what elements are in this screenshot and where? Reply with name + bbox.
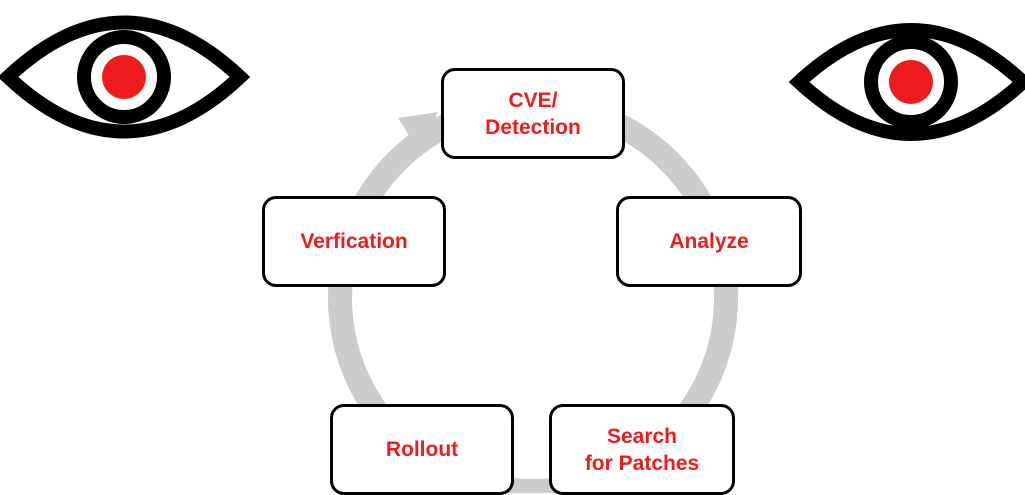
step-label: Search for Patches	[584, 424, 700, 475]
step-label: Analyze	[669, 230, 749, 253]
step-label: Rollout	[385, 438, 459, 461]
cycle-arrowhead	[398, 112, 438, 150]
step-cve-detection: CVE/ Detection	[441, 68, 625, 159]
step-search-for-patches: Search for Patches	[549, 404, 735, 495]
step-label: CVE/ Detection	[485, 88, 581, 139]
eye-icon	[788, 23, 1025, 141]
step-verfication: Verfication	[262, 196, 446, 287]
step-rollout: Rollout	[330, 404, 514, 495]
eye-pupil	[889, 60, 933, 104]
step-label: Verfication	[300, 230, 408, 253]
step-analyze: Analyze	[616, 196, 802, 287]
eye-pupil	[102, 55, 146, 99]
eye-icon	[0, 15, 251, 139]
